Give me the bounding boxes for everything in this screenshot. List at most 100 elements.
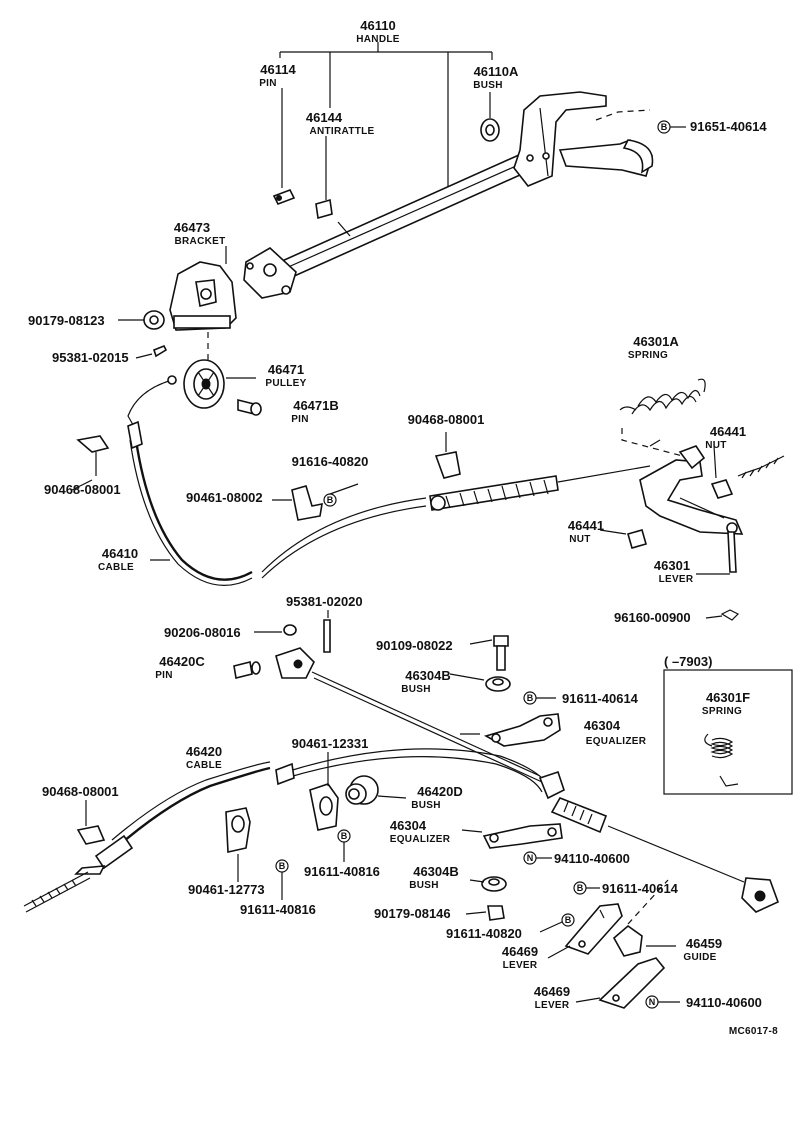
marker-B-91611-40614-a: B bbox=[523, 691, 556, 705]
leaders bbox=[71, 246, 717, 1003]
label-number: 91611-40614 bbox=[562, 691, 639, 706]
label-name: BRACKET bbox=[175, 236, 226, 247]
label-name: CABLE bbox=[98, 562, 134, 573]
pin-46420C bbox=[233, 661, 261, 679]
clip-90468-08001-upper bbox=[76, 435, 110, 476]
nut-90179-08123 bbox=[118, 310, 165, 330]
clip-90468-08001-mid bbox=[434, 432, 461, 479]
label-name: ANTIRATTLE bbox=[309, 126, 374, 137]
label-number: 46441 bbox=[568, 518, 604, 533]
svg-text:B: B bbox=[341, 831, 348, 841]
label-number: 46114 bbox=[260, 62, 296, 77]
label-number: 46469 bbox=[534, 984, 570, 999]
svg-text:B: B bbox=[279, 861, 286, 871]
cable-46410-housing bbox=[429, 465, 651, 511]
marker-B-91611-40820: B bbox=[561, 913, 575, 927]
label-number: 96160-00900 bbox=[614, 610, 691, 625]
marker-B-91651: B bbox=[657, 120, 686, 134]
label-number: 46110A bbox=[474, 64, 519, 79]
label-name: PIN bbox=[155, 670, 173, 681]
label-number: 46301F bbox=[706, 690, 750, 705]
label-number: 46301A bbox=[633, 334, 679, 349]
cable-46420 bbox=[111, 748, 549, 847]
marker-N-94110-a: N bbox=[523, 851, 552, 865]
label-name: LEVER bbox=[535, 1000, 570, 1011]
label-number: 46304B bbox=[413, 864, 459, 879]
bush-46420D bbox=[345, 775, 407, 805]
label-number: 46301 bbox=[654, 558, 690, 573]
label-number: 90461-12331 bbox=[292, 736, 369, 751]
label-number: 94110-40600 bbox=[554, 851, 630, 866]
bush-46304B-lower bbox=[481, 876, 507, 892]
label-number: 46304B bbox=[405, 668, 451, 683]
svg-text:N: N bbox=[527, 853, 534, 863]
label-number: 46469 bbox=[502, 944, 538, 959]
bolt-90109-08022 bbox=[469, 635, 509, 671]
pin-96160-00900 bbox=[705, 609, 740, 621]
label-name: SPRING bbox=[628, 350, 668, 361]
guide-46459 bbox=[612, 879, 669, 957]
label-number: 46471B bbox=[293, 398, 339, 413]
washer-90206-08016 bbox=[254, 624, 297, 636]
bush-46304B-upper bbox=[485, 676, 511, 692]
marker-B-91611-40614-b: B bbox=[573, 881, 600, 895]
lever-46301 bbox=[639, 445, 744, 575]
label-number: 90468-08001 bbox=[44, 482, 121, 497]
label-number: 46473 bbox=[174, 220, 210, 235]
svg-text:B: B bbox=[661, 122, 668, 132]
svg-text:B: B bbox=[527, 693, 534, 703]
inset-46301F bbox=[663, 669, 793, 795]
svg-text:B: B bbox=[577, 883, 584, 893]
label-number: 46304 bbox=[584, 718, 621, 733]
label-number: 94110-40600 bbox=[686, 995, 762, 1010]
lever-46469-lower bbox=[598, 957, 666, 1009]
pin-95381-02015 bbox=[135, 344, 168, 359]
label-number: 46459 bbox=[686, 936, 722, 951]
label-number: 90206-08016 bbox=[164, 625, 241, 640]
label-name: PIN bbox=[291, 414, 309, 425]
label-number: 90179-08123 bbox=[28, 313, 105, 328]
nut-46441-lower bbox=[599, 529, 647, 549]
clamp-90461-08002 bbox=[272, 485, 323, 521]
label-name: GUIDE bbox=[683, 952, 716, 963]
label-number: 46420C bbox=[159, 654, 205, 669]
cable-46410 bbox=[127, 375, 427, 586]
nut-90179-08146 bbox=[487, 905, 505, 921]
label-number: 91611-40816 bbox=[240, 902, 316, 917]
label-number: 91611-40614 bbox=[602, 881, 679, 896]
cable-46420-front bbox=[275, 647, 543, 783]
label-name: BUSH bbox=[411, 800, 441, 811]
label-number: 46304 bbox=[390, 818, 427, 833]
clamp-90461-12773 bbox=[225, 807, 251, 882]
label-name: SPRING bbox=[702, 706, 742, 717]
pin-95381-02020 bbox=[323, 610, 331, 653]
label-number: 46144 bbox=[306, 110, 343, 125]
marker-B-91616: B bbox=[323, 493, 337, 507]
lever-46469-upper bbox=[564, 903, 623, 955]
label-name: HANDLE bbox=[356, 34, 399, 45]
handle-grip bbox=[513, 91, 654, 187]
marker-B-91611-40816-b: B bbox=[275, 859, 289, 900]
clamp-90461-12331 bbox=[309, 752, 339, 831]
label-number: 90109-08022 bbox=[376, 638, 453, 653]
label-number: 46441 bbox=[710, 424, 746, 439]
label-number: 90461-08002 bbox=[186, 490, 263, 505]
label-name: LEVER bbox=[503, 960, 538, 971]
rear-cable-housing bbox=[538, 770, 780, 913]
cable-46420-end bbox=[23, 834, 134, 913]
label-number: 90468-08001 bbox=[408, 412, 485, 427]
marker-N-94110-b: N bbox=[645, 995, 680, 1009]
label-number: 46420D bbox=[417, 784, 463, 799]
bush-46110A bbox=[480, 118, 500, 142]
pin-46114 bbox=[272, 188, 296, 206]
label-number: 46420 bbox=[186, 744, 222, 759]
label-name: PULLEY bbox=[265, 378, 306, 389]
label-number: 90461-12773 bbox=[188, 882, 265, 897]
label-number: 90179-08146 bbox=[374, 906, 451, 921]
label-name: CABLE bbox=[186, 760, 222, 771]
equalizer-46304-lower bbox=[482, 823, 563, 849]
pin-46471B bbox=[237, 398, 262, 416]
svg-text:N: N bbox=[649, 997, 656, 1007]
label-name: NUT bbox=[569, 534, 590, 545]
